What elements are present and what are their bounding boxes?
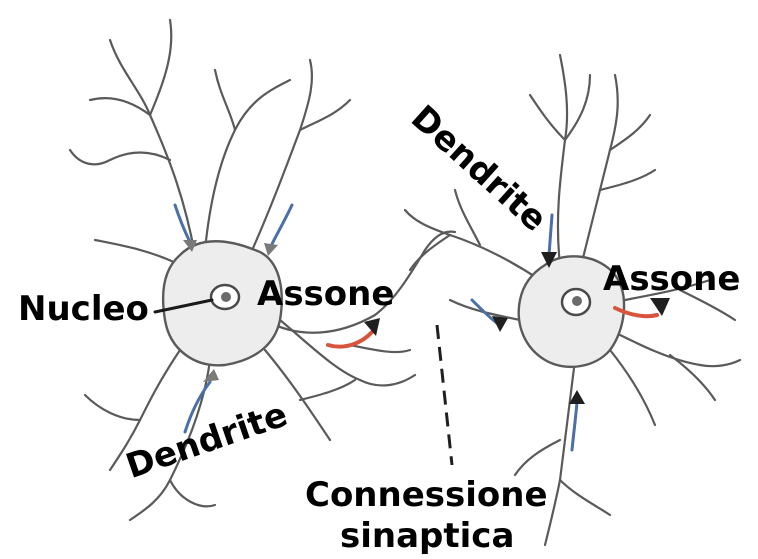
left-neuron <box>70 20 455 520</box>
left-signal-arrow-top-right <box>272 205 292 244</box>
left-axon-signal <box>328 332 372 347</box>
right-arrowhead-left <box>492 316 508 332</box>
right-signal-arrow-left <box>472 300 498 324</box>
label-nucleus: Nucleo <box>18 292 149 326</box>
label-axon-right: Assone <box>603 262 740 296</box>
label-synapse-line1: Connessione <box>305 478 548 512</box>
synapse-dashed-line <box>437 325 452 465</box>
right-axon-arrowhead <box>650 298 670 316</box>
left-arrowhead-bottom <box>203 369 219 382</box>
right-signal-arrow-top <box>549 215 552 255</box>
left-nucleus <box>211 285 239 309</box>
left-arrowhead-top-right <box>264 243 278 256</box>
right-nucleus <box>562 289 590 315</box>
right-signal-arrow-bottom <box>572 402 577 450</box>
label-axon-left: Assone <box>257 277 394 311</box>
label-synapse-line2: sinaptica <box>340 519 514 553</box>
